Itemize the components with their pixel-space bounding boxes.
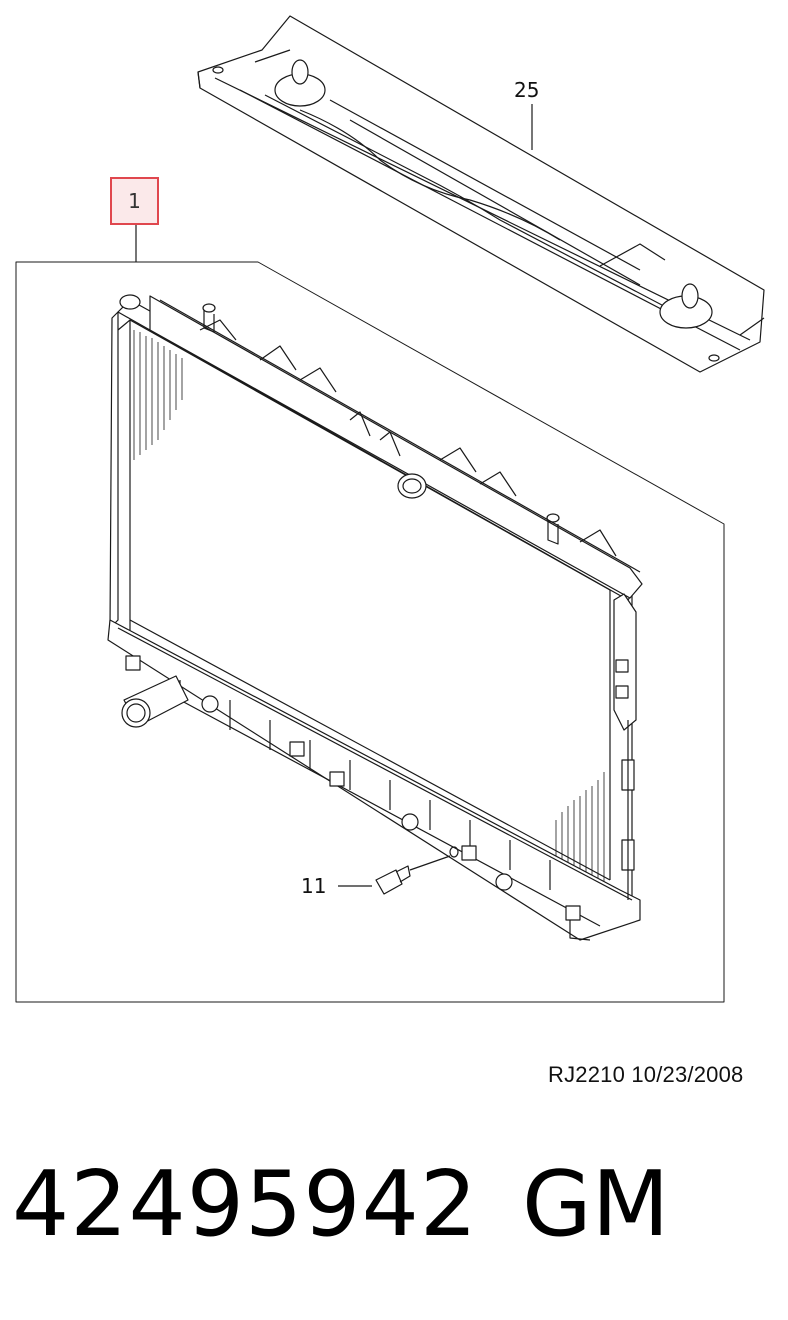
brand-name: GM <box>522 1152 670 1257</box>
callout-label-11: 11 <box>301 874 327 898</box>
drain-bolt <box>338 846 459 895</box>
callout-1-highlight[interactable]: 1 <box>110 177 159 225</box>
assembly-frame <box>15 261 725 1003</box>
callout-label-1: 1 <box>128 189 141 213</box>
diagram-code-date: RJ2210 10/23/2008 <box>548 1062 744 1087</box>
radiator-core <box>109 299 641 911</box>
outlet-pipe <box>121 675 189 728</box>
top-tank <box>119 294 643 599</box>
part-number: 42495942 <box>12 1152 479 1257</box>
support-bracket <box>197 15 765 373</box>
side-bracket <box>613 593 637 900</box>
callout-label-25: 25 <box>514 78 540 102</box>
bottom-tank <box>107 619 641 941</box>
